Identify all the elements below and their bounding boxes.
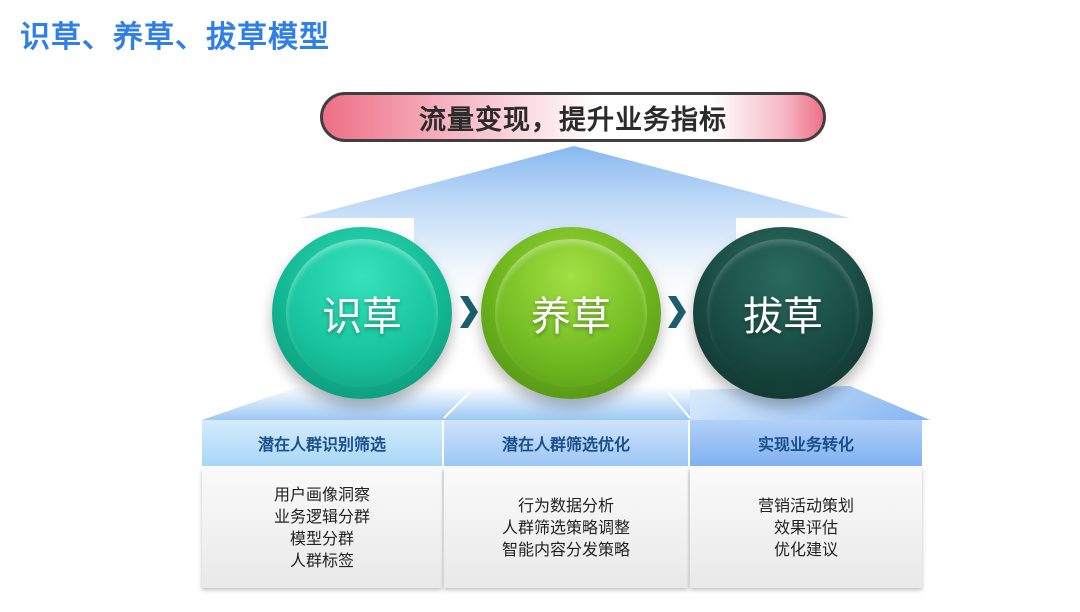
column-body-1: 用户画像洞察 业务逻辑分群 模型分群 人群标签 [202, 468, 442, 588]
stage-circle-2: 养草 [481, 227, 661, 399]
chevron-right-icon [460, 296, 478, 328]
stage-label-2: 养草 [531, 294, 611, 340]
list-item: 业务逻辑分群 [273, 507, 370, 526]
stage-label-1: 识草 [322, 294, 402, 340]
list-item: 用户画像洞察 [273, 485, 370, 504]
list-item: 行为数据分析 [517, 496, 614, 515]
list-item: 模型分群 [289, 529, 354, 548]
stage-circle-ring [495, 239, 647, 387]
goal-banner: 流量变现，提升业务指标 [320, 92, 826, 142]
platform-right [690, 386, 930, 420]
column-header-2: 潜在人群筛选优化 [444, 420, 688, 466]
list-item: 效果评估 [773, 518, 838, 537]
list-item: 智能内容分发策略 [501, 540, 630, 559]
stage-circle-ring [286, 239, 438, 387]
stage-circle-1: 识草 [272, 227, 452, 399]
page-title: 识草、养草、拔草模型 [20, 20, 330, 55]
column-header-1: 潜在人群识别筛选 [202, 420, 442, 466]
column-header-3: 实现业务转化 [690, 420, 922, 466]
chevron-right-icon [668, 296, 686, 328]
platform-divider [667, 391, 691, 419]
platform-divider [443, 391, 471, 419]
list-item: 营销活动策划 [757, 496, 854, 515]
column-body-3: 营销活动策划 效果评估 优化建议 [690, 468, 922, 588]
list-item: 人群筛选策略调整 [501, 518, 630, 537]
list-item: 人群标签 [289, 551, 354, 570]
column-body-2: 行为数据分析 人群筛选策略调整 智能内容分发策略 [444, 468, 688, 588]
list-item: 优化建议 [773, 540, 838, 559]
stage-circle-ring [707, 239, 859, 387]
stage-circle-3: 拔草 [693, 227, 873, 399]
goal-text: 流量变现，提升业务指标 [419, 104, 727, 136]
stage-label-3: 拔草 [743, 294, 823, 340]
